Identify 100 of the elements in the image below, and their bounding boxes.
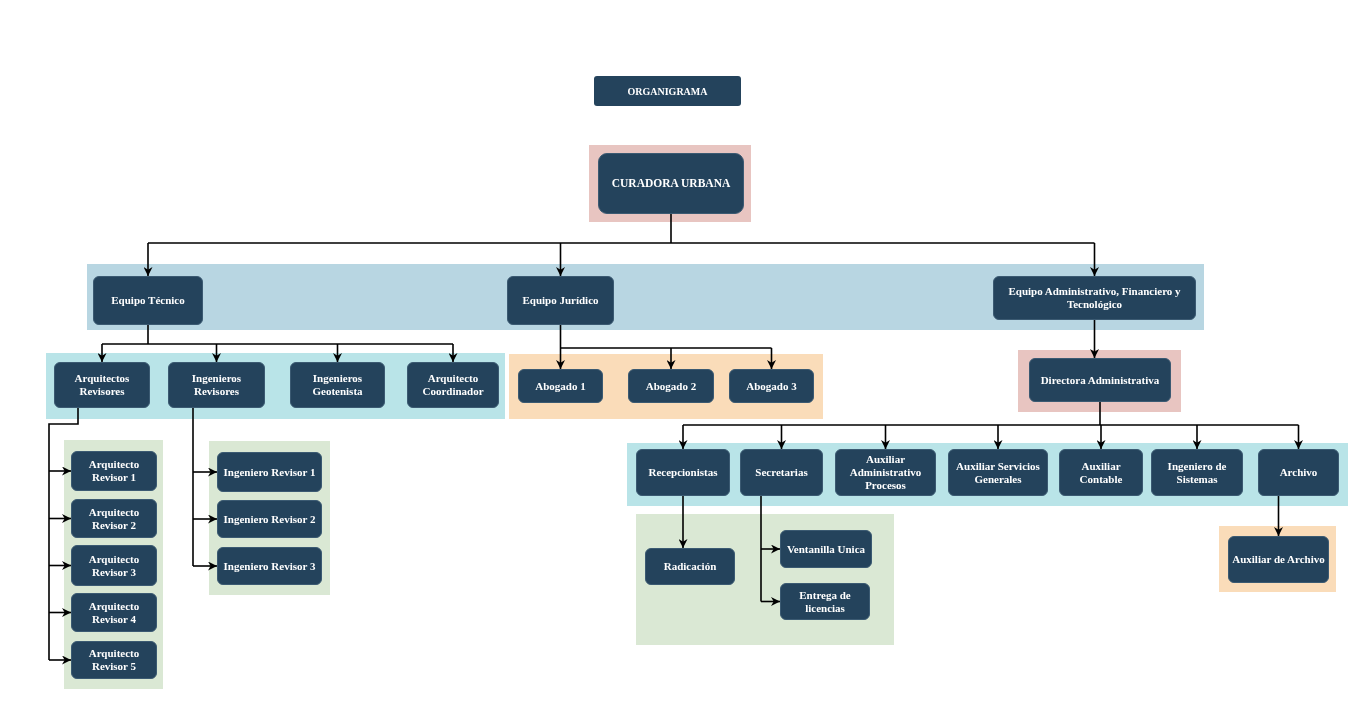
position-box: [518, 369, 603, 403]
position-box: [636, 449, 730, 496]
connector-arrow: [1294, 424, 1303, 450]
position-box: [780, 583, 870, 620]
position-title: Radicación: [663, 560, 717, 573]
position-title: Arquitecto Revisor 4: [87, 599, 141, 626]
connector-arrow: [192, 561, 218, 571]
position-box: [71, 451, 157, 491]
connector-arrow: [1096, 424, 1106, 450]
position-title: Ingenieros Revisores: [190, 372, 243, 398]
position-title: Ventanilla Unica: [786, 542, 866, 556]
position-box: [407, 362, 499, 408]
position-title: Recepcionistas: [648, 466, 718, 479]
group-band: [509, 354, 823, 419]
position-title: Arquitecto Coordinador: [421, 372, 485, 398]
connector-line: [48, 407, 79, 661]
connector-arrow: [1090, 319, 1099, 359]
position-box: [71, 593, 157, 632]
position-box: [628, 369, 714, 403]
connector-arrow: [1090, 242, 1099, 277]
connector-arrow: [448, 343, 458, 363]
position-box: [1059, 449, 1143, 496]
position-title: Equipo Técnico: [111, 294, 185, 307]
position-title: Ingeniero Revisor 3: [223, 559, 316, 573]
connector-arrow: [767, 347, 776, 370]
connector-arrow: [192, 467, 218, 477]
position-box: [217, 500, 322, 538]
group-band: [589, 145, 751, 222]
position-title: Arquitecto Revisor 2: [87, 505, 141, 532]
position-title: Archivo: [1279, 466, 1318, 479]
position-box: [948, 449, 1048, 496]
position-box: [1029, 358, 1171, 402]
group-band: [87, 264, 1204, 330]
position-title: Arquitecto Revisor 3: [87, 552, 141, 579]
position-title: Auxiliar Administrativo Procesos: [848, 453, 923, 492]
position-title: Ingenieros Geotenista: [311, 372, 364, 398]
position-box: [729, 369, 814, 403]
connector-line: [147, 213, 1096, 244]
group-band: [636, 514, 894, 645]
position-box: [1258, 449, 1339, 496]
position-title: CURADORA URBANA: [611, 177, 731, 190]
position-box: [54, 362, 150, 408]
position-box: [290, 362, 385, 408]
position-title: Directora Administrativa: [1040, 373, 1160, 387]
group-band: [209, 441, 330, 595]
connector-line: [559, 324, 773, 349]
connector-line: [101, 324, 454, 345]
position-title: Abogado 1: [535, 379, 586, 393]
position-title: Auxiliar Contable: [1078, 459, 1124, 486]
position-box: [1151, 449, 1243, 496]
position-title: Secretarias: [755, 466, 808, 479]
diagram-title: ORGANIGRAMA: [594, 76, 741, 106]
position-title: Auxiliar Servicios Generales: [955, 459, 1041, 486]
connector-arrow: [48, 655, 72, 665]
connector-arrow: [993, 424, 1003, 450]
connector-arrow: [1274, 495, 1283, 537]
position-box: [93, 276, 203, 325]
position-box: [507, 276, 614, 325]
position-box: [217, 452, 322, 492]
group-band: [1219, 526, 1336, 592]
position-title: Equipo Administrativo, Financiero y Tecnológico: [1007, 285, 1182, 311]
connector-arrow: [48, 608, 72, 617]
position-title: Abogado 2: [645, 379, 697, 393]
position-title: Arquitecto Revisor 5: [87, 647, 141, 673]
connector-arrow: [48, 514, 72, 523]
group-band: [46, 353, 505, 419]
position-box: [598, 153, 744, 214]
connector-arrow: [556, 242, 565, 277]
connector-line: [760, 495, 762, 603]
group-band: [1018, 350, 1181, 412]
position-box: [217, 547, 322, 585]
connector-arrow: [760, 597, 781, 606]
connector-arrow: [777, 424, 786, 450]
connector-arrow: [333, 343, 342, 363]
position-box: [993, 276, 1196, 320]
connector-arrow: [760, 544, 781, 554]
position-title: Equipo Jurídico: [522, 294, 599, 307]
position-title: Arquitecto Revisor 1: [87, 458, 141, 484]
group-band: [627, 443, 1348, 506]
position-title: Ingeniero de Sistemas: [1166, 459, 1228, 486]
position-title: Abogado 3: [746, 379, 797, 393]
position-box: [780, 530, 872, 568]
connector-line: [682, 401, 1300, 426]
position-title: Arquitectos Revisores: [73, 372, 131, 398]
connector-arrow: [48, 466, 72, 476]
connector-arrow: [666, 347, 676, 370]
position-box: [1228, 536, 1329, 583]
connector-arrow: [97, 343, 107, 363]
position-box: [835, 449, 936, 496]
connector-arrow: [192, 514, 218, 524]
position-title: Auxiliar de Archivo: [1232, 553, 1325, 566]
connector-arrow: [881, 424, 890, 450]
position-box: [645, 548, 735, 585]
position-box: [71, 641, 157, 679]
connector-arrow: [678, 495, 688, 549]
connector-arrow: [678, 424, 688, 450]
connector-arrow: [48, 561, 72, 570]
connector-arrow: [212, 343, 221, 363]
position-box: [740, 449, 823, 496]
position-title: Ingeniero Revisor 1: [223, 465, 316, 479]
